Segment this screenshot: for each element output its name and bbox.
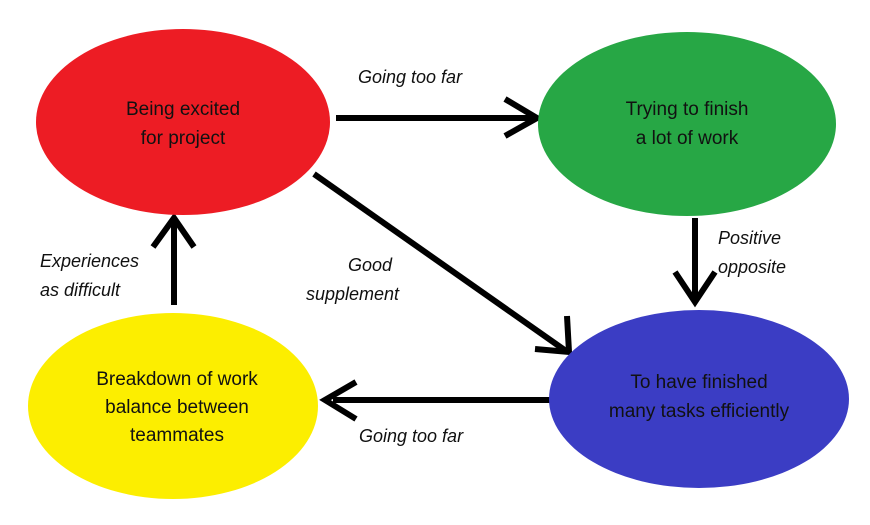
- edge-label-going-too-far-top: Going too far: [358, 67, 463, 87]
- node-trying-to-finish-a-lot-of-work[interactable]: Trying to finish a lot of work: [538, 32, 836, 216]
- node-label-line-2: many tasks efficiently: [609, 401, 790, 422]
- node-to-have-finished-many-tasks-efficiently[interactable]: To have finished many tasks efficiently: [549, 310, 849, 488]
- node-label-line-2: a lot of work: [636, 128, 739, 149]
- node-label-line-1: Trying to finish: [626, 99, 749, 120]
- edge-label-experiences-as-difficult-line-2: as difficult: [40, 280, 121, 300]
- node-label-line-2: balance between: [105, 397, 249, 418]
- node-breakdown-of-work-balance-between-teammates[interactable]: Breakdown of work balance between teamma…: [28, 313, 318, 499]
- node-label-line-1: Being excited: [126, 99, 240, 120]
- edge-finish-work-to-finished-tasks: [672, 218, 718, 308]
- edge-line-good-supplement: [312, 171, 568, 354]
- arrowhead-up-icon: [150, 212, 197, 249]
- edge-label-good-supplement-line-1: Good: [348, 255, 393, 275]
- node-ellipse-yellow[interactable]: [28, 313, 318, 499]
- edge-label-good-supplement-line-2: supplement: [306, 284, 400, 304]
- arrowhead-right-icon: [503, 96, 543, 139]
- node-label-line-1: To have finished: [630, 372, 767, 393]
- node-label-line-2: for project: [141, 128, 226, 149]
- edge-label-positive-opposite-line-2: opposite: [718, 257, 786, 277]
- edge-excited-to-finish-work: [336, 96, 543, 139]
- node-ellipse-green[interactable]: [538, 32, 836, 216]
- edge-finished-tasks-to-breakdown: [319, 379, 551, 422]
- edge-label-going-too-far-bottom: Going too far: [359, 426, 464, 446]
- node-label-line-1: Breakdown of work: [96, 369, 258, 390]
- edge-label-positive-opposite-line-1: Positive: [718, 228, 781, 248]
- arrowhead-down-icon: [672, 270, 718, 308]
- node-ellipse-red[interactable]: [36, 29, 330, 215]
- node-being-excited-for-project[interactable]: Being excited for project: [36, 29, 330, 215]
- arrowhead-left-icon: [319, 379, 358, 422]
- node-ellipse-blue[interactable]: [549, 310, 849, 488]
- edge-breakdown-to-excited: [150, 212, 197, 305]
- arrowhead-diagonal-icon: [534, 315, 573, 356]
- node-label-line-3: teammates: [130, 425, 224, 446]
- edge-label-experiences-as-difficult-line-1: Experiences: [40, 251, 139, 271]
- edge-excited-to-finished-tasks: [312, 171, 573, 356]
